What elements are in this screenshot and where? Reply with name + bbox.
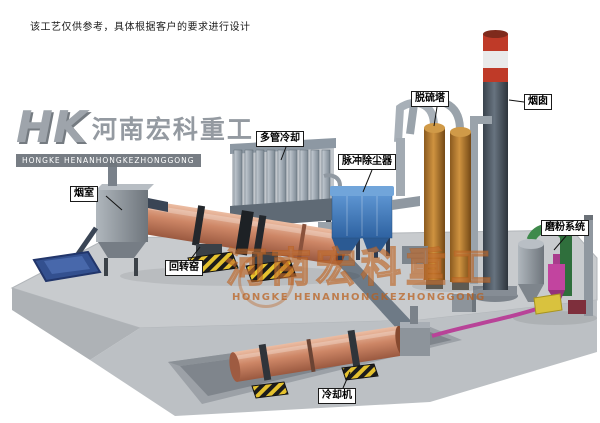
- leader-lines: [105, 99, 567, 389]
- grinding-system-graphic: [431, 215, 597, 338]
- brand-name-en: HONGKE HENANHONGKEZHONGGONG: [16, 153, 201, 167]
- disclaimer-text: 该工艺仅供参考，具体根据客户的要求进行设计: [30, 22, 251, 33]
- label-smoke-chamber: 烟室: [70, 186, 98, 202]
- label-pulse-dust-collector: 脉冲除尘器: [338, 154, 396, 170]
- watermark-text-en: HONGKE HENANHONGKEZHONGGONG: [232, 292, 486, 303]
- center-watermark: 河南宏科重工 HONGKE HENANHONGKEZHONGGONG: [225, 244, 496, 308]
- brand-name-cn: 河南宏科重工: [91, 114, 254, 144]
- pulse-dust-collector-graphic: [323, 173, 428, 264]
- smoke-chamber-graphic: [32, 160, 168, 283]
- label-cooling-machine: 冷却机: [318, 388, 356, 404]
- brand-row: HK 河南宏科重工: [16, 102, 254, 153]
- label-grinding-system: 磨粉系统: [541, 220, 589, 236]
- label-chimney: 烟囱: [524, 94, 552, 110]
- brand-watermark: HK 河南宏科重工 HONGKE HENANHONGKEZHONGGONG: [16, 102, 254, 167]
- label-rotary-kiln: 回转窑: [165, 260, 203, 276]
- label-multi-tube-cooler: 多管冷却: [256, 131, 304, 147]
- watermark-ring-icon: [238, 252, 294, 308]
- cooling-machine-graphic: [229, 306, 430, 399]
- brand-monogram: HK: [16, 102, 87, 153]
- label-desulfurization-tower: 脱硫塔: [411, 91, 449, 107]
- chimney-graphic: [472, 30, 518, 302]
